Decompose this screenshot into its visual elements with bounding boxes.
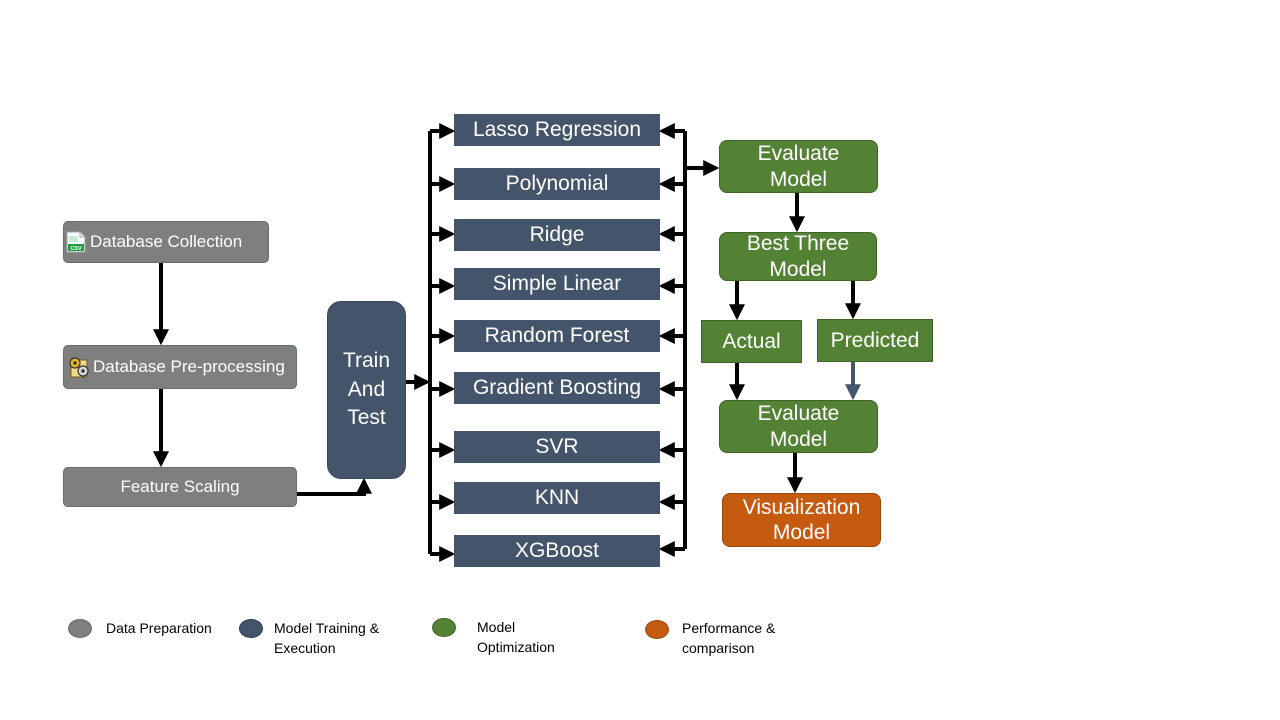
legend-swatch	[432, 618, 456, 637]
evaluate-model-label: Evaluate Model	[757, 142, 840, 191]
database-preprocessing-label: Database Pre-processing	[93, 356, 285, 376]
database-collection-box: Database Collection	[63, 221, 269, 263]
model-simple-linear: Simple Linear	[454, 268, 660, 300]
visualization-model-label: Visualization Model	[742, 495, 861, 544]
train-and-test-label: Train And Test	[342, 349, 391, 430]
model-svr: SVR	[454, 431, 660, 463]
model-polynomial: Polynomial	[454, 168, 660, 200]
model-label: Gradient Boosting	[472, 376, 642, 400]
model-label: XGBoost	[514, 539, 600, 563]
legend-swatch	[645, 620, 669, 639]
model-label: Lasso Regression	[472, 118, 642, 142]
predicted-label: Predicted	[830, 328, 920, 352]
gears-icon	[69, 357, 89, 378]
model-lasso-regression: Lasso Regression	[454, 114, 660, 146]
model-random-forest: Random Forest	[454, 320, 660, 352]
csv-file-icon: CSV	[66, 231, 86, 253]
feature-scaling-label: Feature Scaling	[120, 476, 240, 496]
legend-swatch	[239, 619, 263, 638]
model-ridge: Ridge	[454, 219, 660, 251]
svg-text:CSV: CSV	[70, 246, 82, 252]
train-and-test-box: Train And Test	[327, 301, 406, 479]
model-knn: KNN	[454, 482, 660, 514]
model-label: Polynomial	[505, 172, 609, 196]
legend-swatch	[68, 619, 92, 638]
legend-label: Performance & comparison	[682, 620, 776, 656]
model-xgboost: XGBoost	[454, 535, 660, 567]
best-three-model-label: Best Three Model	[746, 232, 850, 281]
feature-scaling-box: Feature Scaling	[63, 467, 297, 507]
predicted-box: Predicted	[817, 319, 933, 362]
evaluate-model-box-2: Evaluate Model	[719, 400, 878, 453]
legend-label: Data Preparation	[106, 620, 212, 636]
legend-label: Model Optimization	[477, 619, 555, 655]
visualization-model-box: Visualization Model	[722, 493, 881, 547]
best-three-model-box: Best Three Model	[719, 232, 877, 281]
model-label: Simple Linear	[492, 272, 622, 296]
actual-label: Actual	[722, 329, 781, 353]
legend-label: Model Training & Execution	[274, 620, 380, 656]
evaluate-model-box-1: Evaluate Model	[719, 140, 878, 193]
model-label: SVR	[535, 435, 579, 459]
evaluate-model-label: Evaluate Model	[757, 402, 840, 451]
model-label: Ridge	[529, 223, 585, 247]
database-preprocessing-box: Database Pre-processing	[63, 345, 297, 389]
actual-box: Actual	[701, 320, 802, 363]
model-label: KNN	[534, 486, 580, 510]
model-gradient-boosting: Gradient Boosting	[454, 372, 660, 404]
database-collection-label: Database Collection	[90, 231, 243, 251]
model-label: Random Forest	[484, 324, 630, 348]
